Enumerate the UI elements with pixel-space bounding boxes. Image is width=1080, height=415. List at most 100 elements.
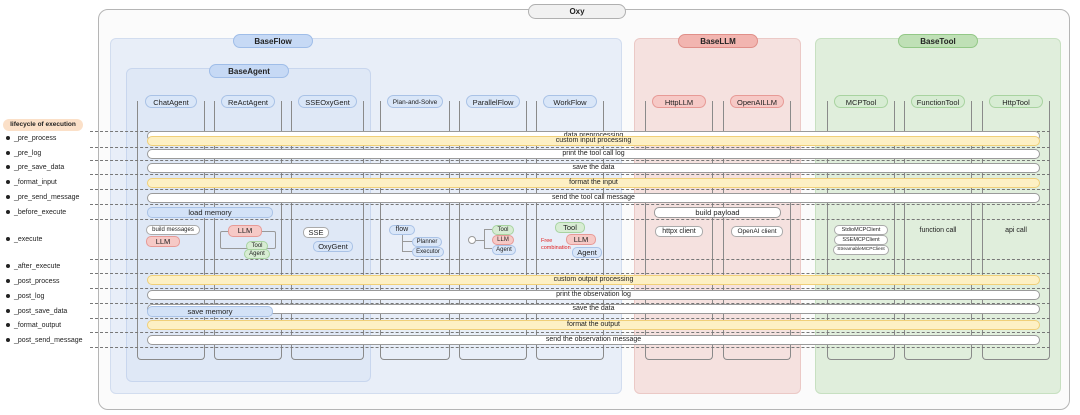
lifecycle-pre-log: _pre_log	[6, 149, 41, 159]
api-call: api call	[1005, 227, 1027, 234]
lifecycle-post-send-message: _post_send_message	[6, 336, 83, 346]
bullet-icon	[6, 195, 10, 200]
bullet-icon	[6, 165, 10, 170]
divider-line	[90, 273, 1050, 274]
divider-line	[90, 318, 1050, 319]
lifecycle-execute: _execute	[6, 235, 42, 245]
label-functiontool: FunctionTool	[911, 95, 965, 108]
react-llm: LLM	[228, 225, 262, 237]
bar-format-the-input: format the input	[147, 178, 1040, 188]
bar-save-memory: save memory	[147, 306, 273, 317]
divider-line	[90, 288, 1050, 289]
plan-flow: flow	[389, 225, 415, 235]
column-httpllm	[645, 101, 713, 360]
plan-connector	[402, 235, 412, 252]
bar-save-the-data-pre: save the data	[147, 163, 1040, 173]
column-openaillm	[723, 101, 791, 360]
divider-line	[90, 332, 1050, 333]
label-sseoxygent: SSEOxyGent	[298, 95, 357, 108]
lifecycle-pre-process: _pre_process	[6, 134, 56, 144]
parallel-llm: LLM	[492, 235, 514, 245]
bullet-icon	[6, 180, 10, 185]
divider-line	[90, 189, 1050, 190]
divider-line	[90, 174, 1050, 175]
lifecycle-label: _pre_send_message	[14, 194, 80, 201]
label-workflow: WorkFlow	[543, 95, 597, 108]
column-workflow	[536, 101, 604, 360]
parallel-start-circle	[468, 236, 476, 244]
bar-print-observation-log: print the observation log	[147, 290, 1040, 300]
lifecycle-post-save-data: _post_save_data	[6, 307, 67, 317]
column-functiontool	[904, 101, 972, 360]
bullet-icon	[6, 294, 10, 299]
bullet-icon	[6, 338, 10, 343]
bar-custom-input-processing: custom input processing	[147, 136, 1040, 146]
lifecycle-label: _after_execute	[14, 263, 61, 270]
divider-line	[90, 204, 1050, 205]
streamable-mcp-client: StreamableMCPClient	[833, 245, 889, 255]
bullet-icon	[6, 136, 10, 141]
divider-line	[90, 259, 1050, 260]
lifecycle-post-log: _post_log	[6, 292, 44, 302]
bullet-icon	[6, 309, 10, 314]
plan-connector	[402, 241, 412, 242]
bar-custom-output-processing: custom output processing	[147, 275, 1040, 285]
divider-line	[90, 219, 1050, 220]
bar-build-payload: build payload	[654, 207, 781, 218]
column-chatagent	[137, 101, 205, 360]
lifecycle-label: _pre_log	[14, 150, 42, 157]
bar-load-memory: load memory	[147, 207, 273, 218]
plan-planner: Planner	[412, 237, 442, 247]
lifecycle-pre-save-data: _pre_save_data	[6, 163, 64, 173]
label-httptool: HttpTool	[989, 95, 1043, 108]
httpx-client: httpx client	[655, 226, 703, 237]
bar-print-tool-call-log: print the tool call log	[147, 149, 1040, 159]
wf-tool: Tool	[555, 222, 585, 233]
bar-format-the-output: format the output	[147, 320, 1040, 330]
label-parallelflow: ParallelFlow	[466, 95, 520, 108]
function-call: function call	[919, 227, 957, 234]
basetool-title: BaseTool	[898, 34, 978, 48]
lifecycle-label: _format_input	[14, 179, 57, 186]
lifecycle-after-execute: _after_execute	[6, 262, 60, 272]
chat-build-messages: build messages	[146, 225, 200, 235]
column-sseoxygent	[291, 101, 364, 360]
divider-line	[90, 347, 1050, 348]
lifecycle-format-output: _format_output	[6, 321, 61, 331]
lifecycle-format-input: _format_input	[6, 178, 57, 188]
baseagent-title: BaseAgent	[209, 64, 289, 78]
wf-agent: Agent	[572, 247, 602, 258]
lifecycle-title: lifecycle of execution	[3, 119, 83, 131]
react-agent: Agent	[244, 249, 270, 259]
label-openaillm: OpenAILLM	[730, 95, 784, 108]
parallel-tool: Tool	[492, 225, 514, 235]
column-parallelflow	[459, 101, 527, 360]
bar-save-the-data-post: save the data	[147, 304, 1040, 314]
divider-line	[90, 160, 1050, 161]
bullet-icon	[6, 323, 10, 328]
lifecycle-label: _post_send_message	[14, 337, 83, 344]
label-httpllm: HttpLLM	[652, 95, 706, 108]
oxy-title: Oxy	[528, 4, 626, 19]
oxygent-label: OxyGent	[313, 241, 353, 252]
chat-llm: LLM	[146, 236, 180, 247]
bar-send-observation-message: send the observation message	[147, 335, 1040, 345]
basellm-title: BaseLLM	[678, 34, 758, 48]
divider-line	[90, 147, 1050, 148]
plan-executor: Executor	[412, 247, 444, 257]
openai-client: OpenAI client	[731, 226, 783, 237]
parallel-agent: Agent	[492, 245, 516, 255]
lifecycle-label: _post_save_data	[14, 308, 68, 315]
label-chatagent: ChatAgent	[145, 95, 197, 108]
sse-mcp-client: SSEMCPClient	[834, 235, 888, 245]
column-plan-and-solve	[380, 101, 450, 360]
lifecycle-before-execute: _before_execute	[6, 208, 66, 218]
stdio-mcp-client: StdioMCPClient	[834, 225, 888, 235]
wf-llm: LLM	[566, 234, 596, 245]
parallel-connector	[484, 229, 492, 249]
bar-send-tool-call-message: send the tool call message	[147, 193, 1040, 203]
label-plan-and-solve: Plan-and-Solve	[387, 95, 443, 108]
bullet-icon	[6, 151, 10, 156]
bullet-icon	[6, 279, 10, 284]
lifecycle-label: _post_log	[14, 293, 45, 300]
